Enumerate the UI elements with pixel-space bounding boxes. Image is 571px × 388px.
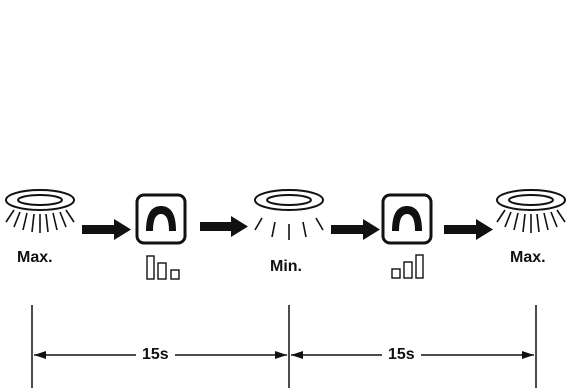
lamp-max-icon (496, 189, 566, 233)
dimmer-switch-icon (135, 193, 187, 245)
lamp-max-icon (5, 189, 75, 233)
flow-arrow-4 (444, 219, 493, 240)
duration-label-2: 15s (382, 346, 421, 364)
flow-arrow-1 (82, 219, 131, 240)
lamp-label-max-2: Max. (510, 249, 546, 266)
lamp-min-icon (254, 189, 324, 240)
level-bars-decreasing-icon (146, 255, 180, 280)
dimmer-switch-icon (381, 193, 433, 245)
flow-arrow-3 (331, 219, 380, 240)
lamp-label-max-1: Max. (17, 249, 53, 266)
level-bars-increasing-icon (391, 254, 424, 279)
interval-arrowheads (34, 351, 534, 359)
lamp-label-min: Min. (270, 258, 302, 275)
flow-arrow-2 (200, 216, 248, 237)
timeline (31, 305, 537, 388)
duration-label-1: 15s (136, 346, 175, 364)
